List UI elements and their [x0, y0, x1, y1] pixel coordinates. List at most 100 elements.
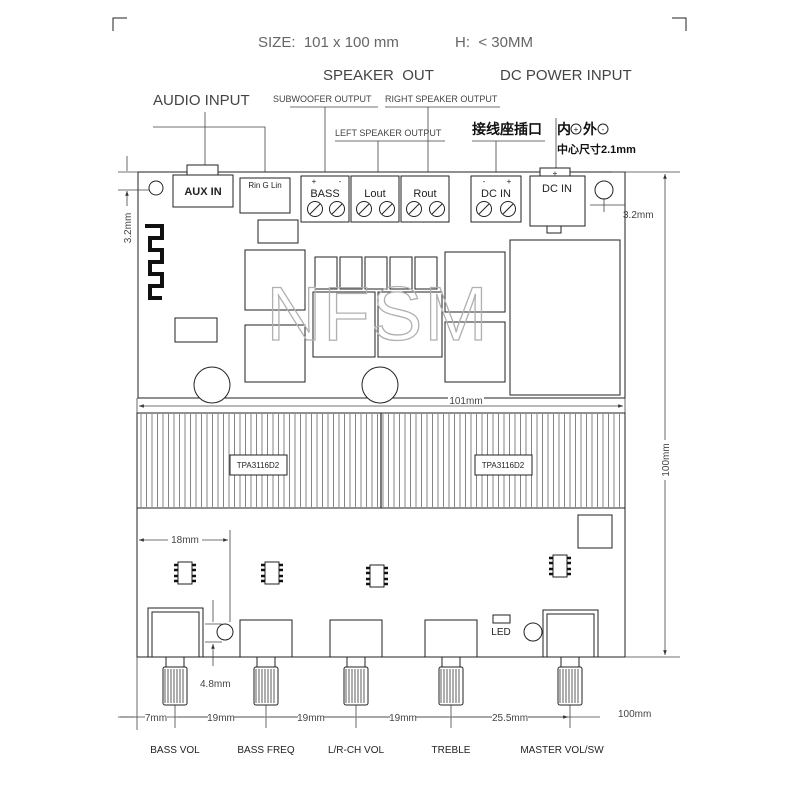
- knob-offset-label-bg: [168, 534, 202, 545]
- knob-label-lr-ch-vol: L/R-CH VOL: [328, 745, 385, 756]
- knob-spacing-extensions: [136, 657, 571, 730]
- rin-g-lin-label: Rin G Lin: [248, 181, 281, 190]
- right-speaker-output-leader: [385, 106, 500, 176]
- mounting-hole-bottom-left: [216, 623, 234, 641]
- capacitor-block: [414, 256, 438, 290]
- spacing-label: 25.5mm: [492, 713, 528, 724]
- knob-label-treble: TREBLE: [432, 745, 471, 756]
- speaker-out-label: SPEAKER OUT: [323, 67, 434, 84]
- op-amp-ic: [174, 561, 196, 585]
- spacing-label-bg: [208, 711, 234, 722]
- spacing-label-bg: [492, 711, 528, 722]
- width-dimension-label-bg: [448, 395, 484, 405]
- large-component: [509, 239, 621, 396]
- height-dimension-label-bg: [659, 440, 671, 480]
- inductor: [244, 249, 306, 311]
- capacitor-block: [364, 256, 388, 290]
- size-label: SIZE: 101 x 100 mm: [258, 34, 399, 51]
- rout-terminal-label: Rout: [413, 188, 436, 200]
- dc-terminal-plus-marker: +: [507, 177, 512, 186]
- led-indicator: LED: [491, 614, 511, 638]
- terminal-socket-leader: [472, 140, 545, 176]
- audio-input-leader: [153, 112, 266, 175]
- treble-shaft: [438, 656, 464, 706]
- rout-terminal: Rout: [400, 175, 450, 223]
- lr-ch-vol-shaft: [343, 656, 369, 706]
- watermark: NFSM: [266, 272, 489, 357]
- dc-barrel-plus-marker: +: [553, 169, 558, 178]
- dc-in-terminal: - + DC IN: [470, 175, 522, 223]
- crop-mark-top-left: [112, 17, 127, 31]
- knob-label-bass-freq: BASS FREQ: [237, 745, 294, 756]
- minus-symbol-circle: [597, 123, 609, 135]
- dc-in-terminal-label: DC IN: [481, 188, 511, 200]
- dc-in-barrel-label: DC IN: [542, 183, 572, 195]
- width-dimension-extensions: [136, 398, 626, 414]
- bass-terminal-label: BASS: [310, 188, 339, 200]
- electrolytic-capacitor: [193, 366, 231, 404]
- dc-power-input-label: DC POWER INPUT: [500, 67, 632, 84]
- bass-vol-potentiometer: [147, 607, 204, 658]
- amplifier-chip-right: TPA3116D2: [474, 454, 533, 476]
- audio-input-label: AUDIO INPUT: [153, 92, 250, 109]
- right-edge-label: 3.2mm: [623, 210, 654, 221]
- spacing-label-bg: [145, 711, 167, 722]
- component-block: [377, 291, 443, 358]
- capacitor-block: [314, 256, 338, 290]
- lout-terminal-label: Lout: [364, 188, 385, 200]
- chip-right-label: TPA3116D2: [482, 461, 525, 470]
- shaft-neck: [560, 656, 580, 668]
- bass-minus-marker: -: [339, 177, 342, 186]
- minus-symbol: -: [602, 125, 605, 134]
- mounting-hole-left: [148, 180, 164, 196]
- component-block: [312, 291, 376, 358]
- lr-ch-vol-potentiometer: [329, 619, 383, 658]
- op-amp-ic: [261, 561, 283, 585]
- bass-terminal: + - BASS: [300, 175, 350, 223]
- op-amp-ic: [549, 554, 571, 578]
- spacing-label-bg: [298, 711, 324, 722]
- knob-label-bass-vol: BASS VOL: [150, 745, 200, 756]
- rin-g-lin-header: Rin G Lin: [239, 177, 291, 214]
- bass-vol-shaft: [162, 656, 188, 706]
- terminal-socket-label: 接线座插口: [472, 121, 542, 137]
- op-amp-ic: [366, 564, 388, 588]
- amplifier-chip-left: TPA3116D2: [229, 454, 288, 476]
- chip-left-label: TPA3116D2: [237, 461, 280, 470]
- polarity-legend: 内 + 外 -: [557, 121, 609, 137]
- hole-offset-label: 4.8mm: [200, 679, 231, 690]
- dc-terminal-minus-marker: -: [483, 177, 486, 186]
- spacing-label: 19mm: [297, 713, 325, 724]
- treble-potentiometer: [424, 619, 478, 658]
- aux-in-label: AUX IN: [184, 186, 221, 198]
- subwoofer-output-label: SUBWOOFER OUTPUT: [273, 94, 372, 104]
- lout-terminal: Lout: [350, 175, 400, 223]
- bass-freq-potentiometer: [239, 619, 293, 658]
- knob-offset-label: 18mm: [171, 535, 199, 546]
- electrolytic-capacitor: [361, 366, 399, 404]
- height-dimension-label: 100mm: [661, 443, 672, 476]
- inductor: [444, 251, 506, 313]
- outer-label: 外: [583, 121, 597, 137]
- bass-freq-shaft: [253, 656, 279, 706]
- inductor: [444, 321, 506, 383]
- left-speaker-output-leader: [335, 140, 445, 176]
- inductor: [244, 324, 306, 383]
- hole-offset-extension: [205, 623, 222, 643]
- right-speaker-output-label: RIGHT SPEAKER OUTPUT: [385, 94, 498, 104]
- knurled-shaft: [557, 666, 583, 706]
- shaft-neck: [165, 656, 185, 668]
- shaft-neck: [256, 656, 276, 668]
- width-dimension-label: 101mm: [449, 396, 482, 407]
- component-small: [174, 317, 218, 343]
- shaft-neck: [441, 656, 461, 668]
- heatsink-fins: [140, 414, 620, 507]
- subwoofer-output-leader: [290, 106, 378, 176]
- crop-mark-top-right: [672, 17, 687, 31]
- right-edge-dimension: [590, 198, 625, 212]
- center-size-label: 中心尺寸2.1mm: [557, 142, 636, 156]
- height-dimension-extensions: [612, 171, 680, 658]
- spacing-label-bg: [390, 711, 416, 722]
- bass-plus-marker: +: [312, 177, 317, 186]
